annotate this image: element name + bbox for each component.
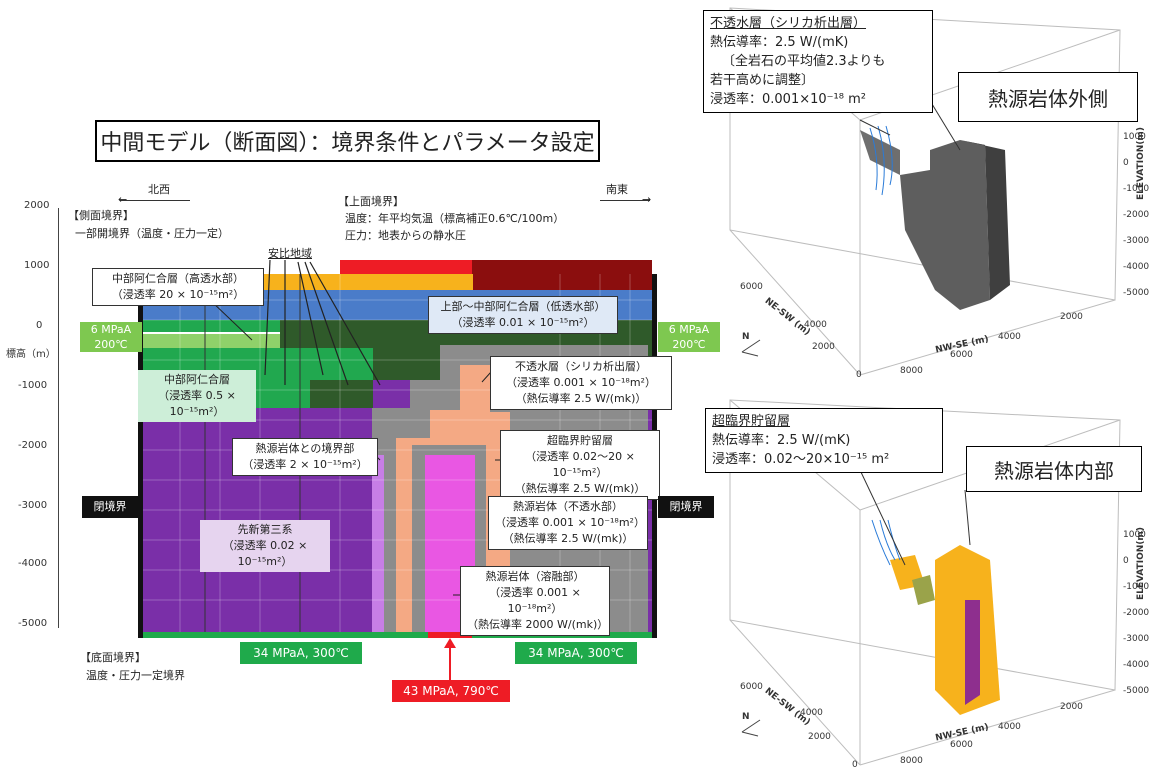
- heat-melt-label: 熱源岩体（溶融部）（浸透率 0.001 × 10⁻¹⁸m²）（熱伝導率 2000…: [460, 566, 610, 636]
- page-title: 中間モデル（断面図）：境界条件とパラメータ設定: [95, 120, 600, 162]
- z-tick: -4000: [1123, 660, 1150, 670]
- y-tick-3d: 2000: [808, 732, 831, 742]
- y-tick: 1000: [24, 260, 50, 271]
- orange-layer-mid: [263, 274, 473, 290]
- inner-body-label: 熱源岩体内部: [966, 446, 1142, 492]
- heat-rock-label: 熱源岩体（不透水部）（浸透率 0.001 × 10⁻¹⁸m²）（熱伝導率 2.5…: [488, 496, 648, 550]
- y-tick: -5000: [18, 618, 48, 629]
- outer-body-3d: [860, 130, 1010, 310]
- z-tick: -2000: [1123, 608, 1150, 618]
- z-tick: 1000: [1123, 132, 1146, 142]
- arrow-right-line: [600, 200, 650, 201]
- y-tick: 0: [36, 320, 43, 331]
- top-maroon-cap: [472, 260, 652, 274]
- arrow-left-icon: ←: [118, 193, 128, 206]
- bottom-green-bar: [143, 632, 652, 638]
- impermeable-callout: 不透水層（シリカ析出層） 熱伝導率：2.5 W/(mK) 〔全岩石の平均値2.3…: [703, 10, 933, 113]
- light-green-band: [143, 334, 280, 348]
- z-tick: -5000: [1123, 288, 1150, 298]
- y-tick-3d: 0: [856, 370, 862, 380]
- z-axis-label: ELEVATION(m): [1136, 127, 1146, 200]
- side-boundary-heading: 【側面境界】: [68, 209, 134, 222]
- maroon-layer: [473, 274, 652, 290]
- x-tick: 2000: [1060, 312, 1083, 322]
- arrow-left-line: [120, 200, 190, 201]
- x-tick: 4000: [998, 722, 1021, 732]
- dark-green-step: [310, 380, 380, 408]
- supercritical-callout: 超臨界貯留層 熱伝導率：2.5 W/(mK) 浸透率：0.02～20×10⁻¹⁵…: [705, 408, 943, 473]
- upper-low-label: 上部～中部阿仁合層（低透水部）（浸透率 0.01 × 10⁻¹⁵m²）: [428, 296, 618, 334]
- y-tick: -3000: [18, 500, 48, 511]
- red-arrow-head: [444, 638, 456, 648]
- direction-southeast: 南東: [606, 183, 628, 196]
- z-axis-label: ELEVATION(m): [1136, 527, 1146, 600]
- bottom-boundary-heading: 【底面境界】: [80, 651, 146, 664]
- callout-leader-bottom: [859, 469, 906, 566]
- callout-leader-top: [859, 119, 891, 136]
- direction-northwest: 北西: [148, 183, 170, 196]
- z-tick: -5000: [1123, 686, 1150, 696]
- top-red-cap: [340, 260, 472, 274]
- x-tick: 8000: [900, 756, 923, 766]
- closed-right-tag: 閉境界: [658, 496, 714, 518]
- arrow-right-icon: →: [642, 193, 652, 206]
- y-axis-label: 標高（m）: [6, 349, 56, 360]
- y-tick-3d: 2000: [812, 342, 835, 352]
- boundary-zone-label: 熱源岩体との境界部（浸透率 2 × 10⁻¹⁵m²）: [232, 438, 378, 476]
- y-tick: -2000: [18, 440, 48, 451]
- chubu-label: 中部阿仁合層（浸透率 0.5 × 10⁻¹⁵m²）: [138, 370, 256, 422]
- inner-body-3d: [890, 545, 1000, 715]
- z-tick: -1000: [1123, 184, 1150, 194]
- bottom-center-tag: 43 MPaA, 790℃: [392, 680, 510, 702]
- x-tick: 4000: [998, 332, 1021, 342]
- z-tick: -1000: [1123, 582, 1150, 592]
- supercritical-label: 超臨界貯留層（浸透率 0.02～20 × 10⁻¹⁵m²）（熱伝導率 2.5 W…: [500, 430, 660, 500]
- top-boundary-heading: 【上面境界】: [338, 195, 404, 208]
- y-tick-3d: 6000: [740, 282, 763, 292]
- wells-top: [869, 125, 893, 196]
- z-tick: -3000: [1123, 634, 1150, 644]
- y-tick-3d: 6000: [740, 682, 763, 692]
- x-tick: 6000: [950, 740, 973, 750]
- outer-body-label: 熱源岩体外側: [958, 72, 1138, 122]
- wells-bottom: [871, 519, 901, 566]
- left-black-bar: [138, 274, 143, 638]
- z-tick: 0: [1123, 158, 1129, 168]
- closed-left-tag: 閉境界: [82, 496, 138, 518]
- top-boundary-line2: 圧力：地表からの静水圧: [345, 229, 466, 242]
- y-axis-line: [58, 208, 59, 628]
- boundary-zone: [372, 455, 384, 634]
- anpi-region-label: 安比地域: [268, 247, 312, 260]
- z-tick: 0: [1123, 556, 1129, 566]
- bottom-left-tag: 34 MPaA, 300℃: [240, 642, 362, 664]
- z-tick: -3000: [1123, 236, 1150, 246]
- bottom-boundary-line1: 温度・圧力一定境界: [86, 669, 185, 682]
- y-tick: -4000: [18, 558, 48, 569]
- z-tick: -2000: [1123, 210, 1150, 220]
- x-tick: 2000: [1060, 702, 1083, 712]
- north-label: N: [742, 712, 750, 722]
- top-boundary-line1: 温度：年平均気温（標高補正0.6℃/100m）: [345, 212, 565, 225]
- north-arrow-icon: [741, 339, 761, 737]
- z-tick: 1000: [1123, 530, 1146, 540]
- y-tick-3d: 4000: [800, 708, 823, 718]
- y-tick-3d: 4000: [804, 320, 827, 330]
- bottom-red-bar: [428, 632, 472, 638]
- impermeable-label: 不透水層（シリカ析出層）（浸透率 0.001 × 10⁻¹⁸m²）（熱伝導率 2…: [490, 356, 672, 410]
- north-label: N: [742, 332, 750, 342]
- x-tick: 8000: [900, 366, 923, 376]
- y-tick: -1000: [18, 380, 48, 391]
- y-tick-3d: 0: [852, 760, 858, 770]
- side-boundary-line1: 一部開境界（温度・圧力一定）: [75, 227, 229, 240]
- y-tick: 2000: [24, 200, 50, 211]
- chubu-high-label: 中部阿仁合層（高透水部）（浸透率 20 × 10⁻¹⁵m²）: [92, 268, 264, 306]
- anpi-lines: [264, 259, 381, 386]
- x-tick: 6000: [950, 350, 973, 360]
- pre-neogene-label: 先新第三系（浸透率 0.02 × 10⁻¹⁵m²）: [200, 520, 330, 572]
- z-tick: -4000: [1123, 262, 1150, 272]
- bottom-right-tag: 34 MPaA, 300℃: [515, 642, 637, 664]
